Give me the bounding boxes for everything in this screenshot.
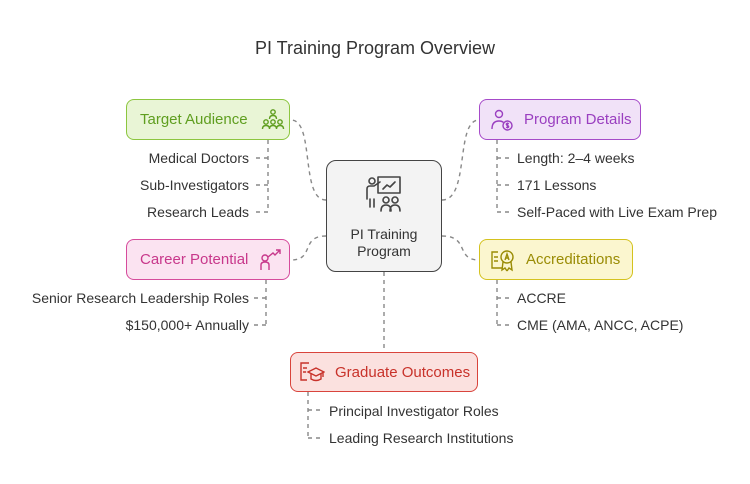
- graduate-outcomes-box[interactable]: Graduate Outcomes: [290, 352, 478, 392]
- list-item: Principal Investigator Roles: [329, 403, 499, 419]
- program-details-box[interactable]: Program Details: [479, 99, 641, 140]
- list-item: $150,000+ Annually: [125, 317, 249, 333]
- list-item: Length: 2–4 weeks: [517, 150, 635, 166]
- list-item: Self-Paced with Live Exam Prep: [517, 204, 717, 220]
- career-potential-box[interactable]: Career Potential: [126, 239, 290, 280]
- user-dollar-icon: [490, 108, 514, 132]
- branch-program-details: [496, 140, 509, 213]
- connector-accreditations: [441, 235, 480, 261]
- connector-career-potential: [290, 235, 327, 261]
- connector-program-details: [441, 119, 480, 201]
- list-item: 171 Lessons: [517, 177, 597, 193]
- program-details-label: Program Details: [524, 111, 632, 128]
- accreditations-label: Accreditations: [526, 251, 621, 268]
- page-title: PI Training Program Overview: [254, 38, 496, 58]
- teacher-presentation-icon: [364, 175, 404, 220]
- list-item: ACCRE: [517, 290, 567, 306]
- accreditations-box[interactable]: Accreditations: [479, 239, 633, 280]
- list-item: Leading Research Institutions: [329, 430, 514, 446]
- graduate-cap-icon: [299, 360, 325, 384]
- person-growth-arrow-icon: [258, 248, 282, 272]
- graduate-outcomes-label: Graduate Outcomes: [335, 363, 471, 381]
- branch-accreditations: [496, 280, 509, 326]
- career-potential-label: Career Potential: [140, 251, 249, 268]
- list-item: CME (AMA, ANCC, ACPE): [517, 317, 684, 333]
- center-label: PI Training Program: [350, 226, 418, 259]
- center-node[interactable]: PI Training Program: [326, 160, 442, 272]
- list-item: Research Leads: [147, 204, 249, 220]
- branch-career-potential: [254, 280, 267, 326]
- certificate-badge-icon: [490, 248, 516, 272]
- list-item: Medical Doctors: [148, 150, 249, 166]
- target-audience-box[interactable]: Target Audience: [126, 99, 290, 140]
- group-people-icon: [261, 108, 285, 132]
- list-item: Senior Research Leadership Roles: [31, 290, 249, 306]
- connector-target-audience: [290, 119, 327, 201]
- list-item: Sub-Investigators: [140, 177, 249, 193]
- branch-target-audience: [256, 140, 269, 213]
- branch-graduate-outcomes: [307, 392, 320, 439]
- target-audience-label: Target Audience: [140, 111, 248, 128]
